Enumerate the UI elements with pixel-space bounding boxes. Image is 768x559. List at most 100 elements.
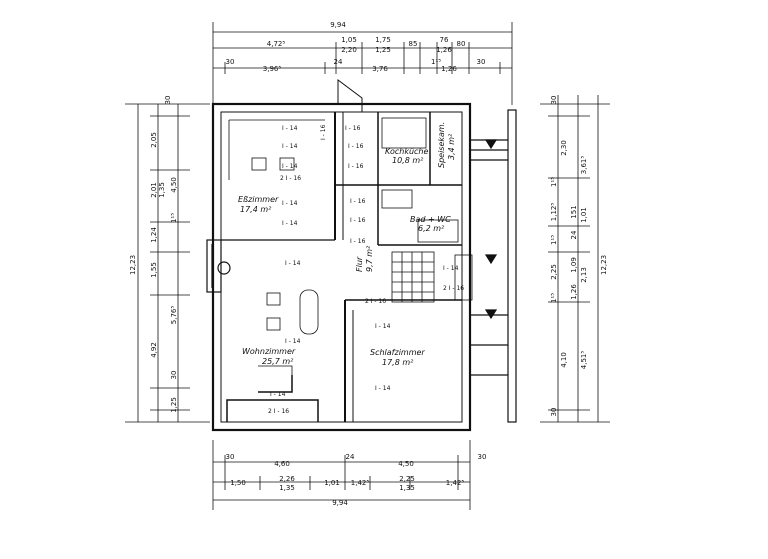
top-dim: 1¹⁵ bbox=[431, 58, 441, 66]
bottom-dimensions bbox=[212, 440, 471, 510]
left-dim: 30 bbox=[164, 96, 172, 105]
room-name-dining: Eßzimmer bbox=[238, 195, 279, 204]
top-total-dim: 9,94 bbox=[330, 21, 346, 29]
room-area-bedroom: 17,8 m² bbox=[382, 358, 414, 367]
right-dim: 1¹⁵ bbox=[550, 177, 558, 187]
right-dim: 30 bbox=[550, 408, 558, 417]
left-dim: 2,01 bbox=[150, 182, 158, 198]
beam-label: 2 I - 16 bbox=[365, 298, 386, 305]
room-name-pantry: Speisekam. bbox=[437, 122, 446, 168]
top-dim: 4,72⁵ bbox=[267, 40, 286, 48]
top-dim: 1,26 bbox=[441, 65, 457, 73]
beam-label: I - 16 bbox=[348, 163, 364, 170]
room-name-kitchen: Kochküche bbox=[385, 147, 428, 156]
exterior-walls bbox=[211, 102, 472, 432]
right-dim: 4,10 bbox=[560, 352, 568, 368]
beam-label: I - 16 bbox=[350, 217, 366, 224]
room-name-hall: Flur bbox=[355, 256, 364, 272]
room-area-dining: 17,4 m² bbox=[240, 205, 272, 214]
top-dim: 85 bbox=[409, 40, 418, 48]
beam-label: I - 14 bbox=[375, 385, 391, 392]
left-dim: 4,92 bbox=[150, 342, 158, 358]
right-dim: 4,51⁵ bbox=[580, 351, 588, 370]
right-dim: 1¹⁵ bbox=[550, 293, 558, 303]
bottom-dim: 30 bbox=[478, 453, 487, 461]
right-dim: 2,25 bbox=[550, 264, 558, 280]
right-dim: 2,30 bbox=[560, 140, 568, 156]
top-dimensions bbox=[212, 22, 513, 105]
beam-label: I - 14 bbox=[285, 260, 301, 267]
left-dim: 30 bbox=[170, 371, 178, 380]
room-name-bedroom: Schlafzimmer bbox=[370, 348, 425, 357]
top-dim: 80 bbox=[457, 40, 466, 48]
right-dimensions bbox=[540, 95, 610, 423]
beam-label: I - 14 bbox=[443, 265, 459, 272]
top-dim: 30 bbox=[477, 58, 486, 66]
top-dim: 24 bbox=[334, 58, 343, 66]
right-dim: 1,09 bbox=[570, 257, 578, 273]
room-area-kitchen: 10,8 m² bbox=[392, 156, 424, 165]
interior-walls bbox=[221, 112, 462, 422]
beam-label: I - 14 bbox=[282, 163, 298, 170]
beam-label: I - 16 bbox=[345, 125, 361, 132]
top-dim: 30 bbox=[226, 58, 235, 66]
top-dim: 1,26 bbox=[436, 46, 452, 54]
beam-label: I - 14 bbox=[375, 323, 391, 330]
beam-label: I - 14 bbox=[270, 391, 286, 398]
beam-label: I - 14 bbox=[282, 125, 298, 132]
room-name-bath: Bad + WC bbox=[410, 215, 451, 224]
left-dim: 1,25 bbox=[170, 397, 178, 413]
beam-label: I - 14 bbox=[285, 338, 301, 345]
bottom-dim: 1,42⁵ bbox=[351, 479, 370, 487]
bottom-dim: 4,50 bbox=[398, 460, 414, 468]
room-area-pantry: 3,4 m² bbox=[447, 133, 456, 160]
room-area-hall: 9,7 m² bbox=[365, 245, 374, 272]
left-dim: 1¹⁵ bbox=[170, 213, 178, 223]
bottom-dim: 1,35 bbox=[279, 484, 295, 492]
bay-window bbox=[206, 239, 231, 293]
beam-label: 2 I - 16 bbox=[268, 408, 289, 415]
bottom-dim: 2,25 bbox=[399, 475, 415, 483]
right-dim: 30 bbox=[550, 96, 558, 105]
left-dim: 5,76⁵ bbox=[170, 306, 178, 325]
bottom-dim: 1,35 bbox=[399, 484, 415, 492]
right-dim: 24 bbox=[570, 230, 578, 239]
entrance-canopy bbox=[337, 79, 363, 112]
bottom-dim: 2,26 bbox=[279, 475, 295, 483]
room-area-living: 25,7 m² bbox=[262, 357, 294, 366]
staircase bbox=[391, 251, 473, 303]
bottom-dim: 1,50 bbox=[230, 479, 246, 487]
right-dim: 1,12⁵ bbox=[550, 203, 558, 222]
left-dim: 2,05 bbox=[150, 132, 158, 148]
room-area-bath: 6,2 m² bbox=[418, 224, 445, 233]
right-dim: 1,01 bbox=[580, 207, 588, 223]
beam-label: I - 14 bbox=[282, 200, 298, 207]
top-dim: 1,25 bbox=[375, 46, 391, 54]
top-dim: 2,20 bbox=[341, 46, 357, 54]
beam-label: I - 16 bbox=[350, 238, 366, 245]
beam-label: 2 I - 16 bbox=[280, 175, 301, 182]
bottom-dim: 30 bbox=[226, 453, 235, 461]
beam-label: I - 14 bbox=[282, 143, 298, 150]
beam-label: 2 I - 16 bbox=[443, 285, 464, 292]
bottom-dim: 4,60 bbox=[274, 460, 290, 468]
left-dim: 4,50 bbox=[170, 177, 178, 193]
left-dim: 1,35 bbox=[158, 182, 166, 198]
right-dim: 151 bbox=[570, 205, 578, 218]
right-dim: 3,61⁵ bbox=[580, 156, 588, 175]
top-dim: 76 bbox=[440, 36, 449, 44]
top-dim: 3,76 bbox=[372, 65, 388, 73]
bottom-dim: 24 bbox=[346, 453, 355, 461]
beam-label: I - 16 bbox=[320, 124, 327, 140]
terrace bbox=[470, 109, 517, 423]
left-dimensions bbox=[125, 103, 210, 423]
room-name-living: Wohnzimmer bbox=[242, 347, 296, 356]
right-total-dim: 12,23 bbox=[600, 255, 608, 275]
top-dim: 1,05 bbox=[341, 36, 357, 44]
bottom-dim: 1,42⁵ bbox=[446, 479, 465, 487]
bottom-dim: 1,01 bbox=[324, 479, 340, 487]
right-dim: 2,13 bbox=[580, 267, 588, 283]
top-dim: 1,75 bbox=[375, 36, 391, 44]
beam-label: I - 16 bbox=[350, 198, 366, 205]
